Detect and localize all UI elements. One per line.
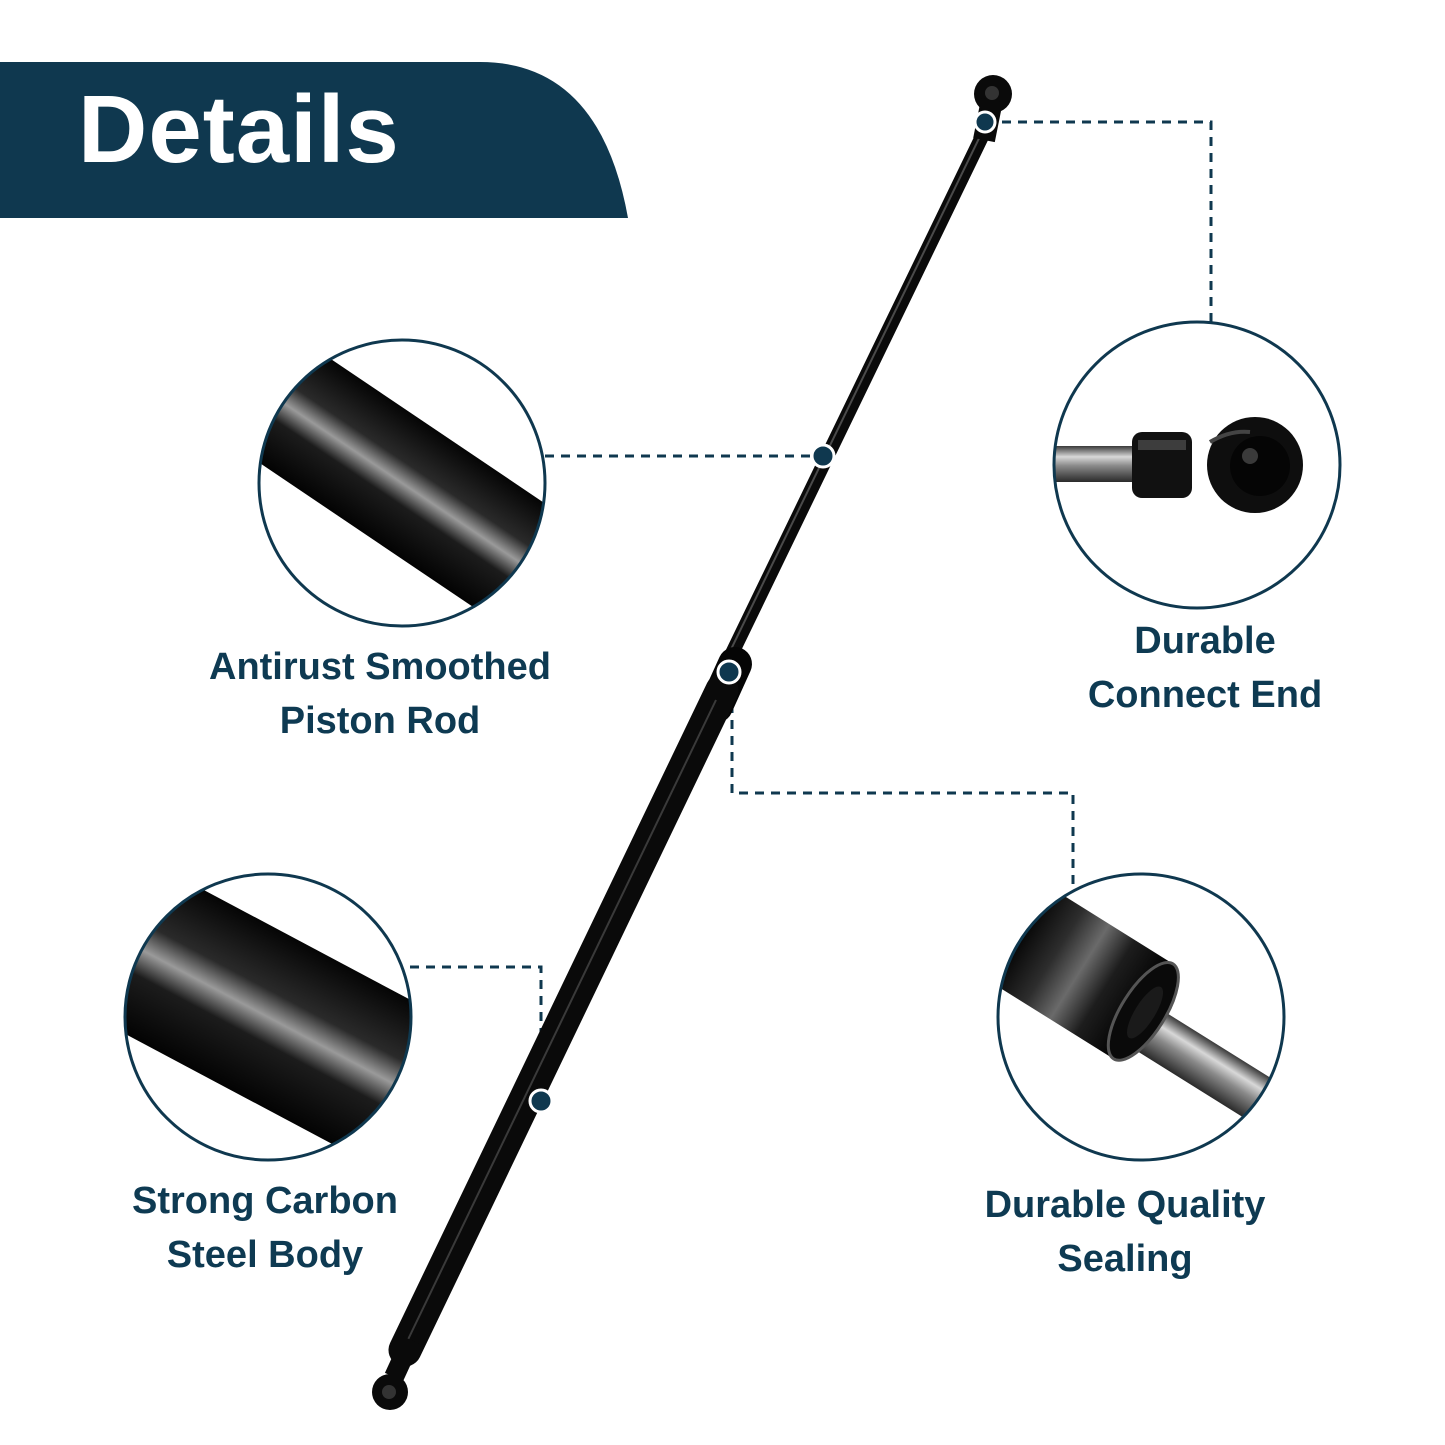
marker-dots <box>528 110 997 1114</box>
leader-sealing <box>730 672 1075 890</box>
marker-body <box>528 1088 554 1114</box>
marker-piston-rod <box>810 443 836 469</box>
label-body: Strong Carbon Steel Body <box>132 1180 398 1276</box>
leader-connect-end <box>986 120 1213 322</box>
end-fitting-closeup-icon <box>1052 320 1342 610</box>
piston-rod-closeup-icon <box>257 338 547 628</box>
marker-connect-end <box>973 110 997 134</box>
label-connect-end: Durable Connect End <box>1087 620 1323 716</box>
label-sealing: Durable Quality Sealing <box>984 1184 1266 1280</box>
seal-closeup-icon <box>996 872 1286 1162</box>
marker-sealing <box>716 659 742 685</box>
piston-rod <box>715 113 997 681</box>
cylinder-body <box>388 673 739 1367</box>
leader-lines <box>410 120 1213 1098</box>
header-banner <box>0 62 628 218</box>
leader-body <box>410 965 543 1098</box>
label-piston-rod: Antirust Smoothed Piston Rod <box>209 646 551 742</box>
cylinder-body-closeup-icon <box>123 872 413 1162</box>
page-title: Details <box>78 76 400 183</box>
